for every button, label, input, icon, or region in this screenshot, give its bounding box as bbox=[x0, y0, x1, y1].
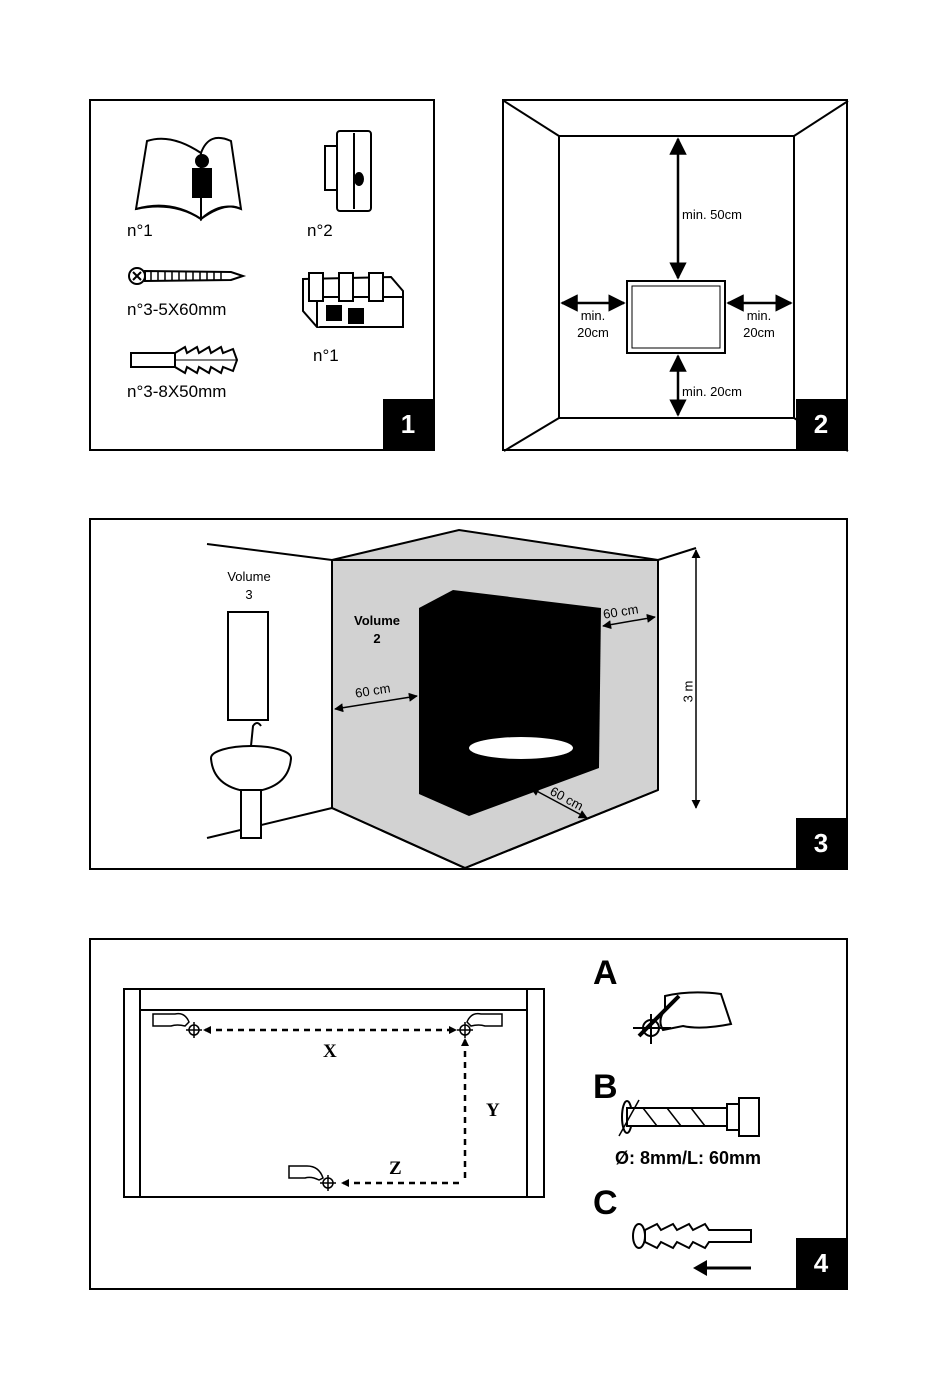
item-label-bracket: n°1 bbox=[313, 346, 339, 366]
label-top-clearance: min. 50cm bbox=[682, 207, 742, 222]
label-volume-3: Volume 3 bbox=[219, 568, 279, 604]
figure-number: 4 bbox=[796, 1238, 846, 1288]
figure-number: 2 bbox=[796, 399, 846, 449]
manual-book-icon bbox=[136, 138, 241, 219]
figure-3-bathroom-drawing bbox=[91, 520, 850, 872]
label-left-clearance: min. 20cm bbox=[568, 307, 618, 341]
label-height-3m: 3 m bbox=[680, 681, 695, 703]
figure-number: 1 bbox=[383, 399, 433, 449]
label-y: Y bbox=[486, 1100, 500, 1122]
insert-arrow-icon bbox=[693, 1260, 751, 1276]
item-label-plate: n°2 bbox=[307, 221, 333, 241]
label-x: X bbox=[323, 1041, 337, 1063]
item-label-manual: n°1 bbox=[127, 221, 153, 241]
wall-plug-insert-icon bbox=[633, 1224, 751, 1248]
label-right-clearance: min. 20cm bbox=[734, 307, 784, 341]
label-z: Z bbox=[389, 1158, 402, 1180]
figure-1-panel: n°1 n°2 n°3-5X60mm n°1 n°3-8X50mm 1 bbox=[89, 99, 435, 451]
figure-4-drilling-drawing bbox=[91, 940, 850, 1292]
clearance-arrows bbox=[562, 139, 791, 415]
drill-spec-label: Ø: 8mm/L: 60mm bbox=[615, 1148, 761, 1169]
figure-number: 3 bbox=[796, 818, 846, 868]
item-label-screw: n°3-5X60mm bbox=[127, 300, 226, 320]
bracket-plate-icon bbox=[325, 131, 371, 211]
mirror bbox=[228, 612, 268, 720]
figure-3-panel: Volume 3 Volume 2 60 cm 60 cm 60 cm 3 m … bbox=[89, 518, 848, 870]
hand-pencil-icon bbox=[633, 992, 731, 1044]
heater-unit bbox=[627, 281, 725, 353]
step-b-label: B bbox=[593, 1068, 618, 1107]
wall-plug-icon bbox=[131, 347, 237, 373]
figure-4-panel: X Y Z A B C Ø: 8mm/L: 60mm 4 bbox=[89, 938, 848, 1290]
mounting-bracket-icon bbox=[303, 273, 403, 327]
marking-hand-icon bbox=[153, 1014, 502, 1180]
step-a-label: A bbox=[593, 954, 618, 993]
step-c-label: C bbox=[593, 1184, 618, 1223]
back-wall bbox=[559, 136, 794, 418]
label-volume-2: Volume 2 bbox=[347, 612, 407, 648]
drill-bit-icon bbox=[619, 1098, 759, 1136]
figure-2-panel: min. 50cm min. 20cm min. 20cm min. 20cm … bbox=[502, 99, 848, 451]
item-label-plug: n°3-8X50mm bbox=[127, 382, 226, 402]
label-bottom-clearance: min. 20cm bbox=[682, 384, 742, 399]
screw-icon bbox=[129, 268, 243, 284]
